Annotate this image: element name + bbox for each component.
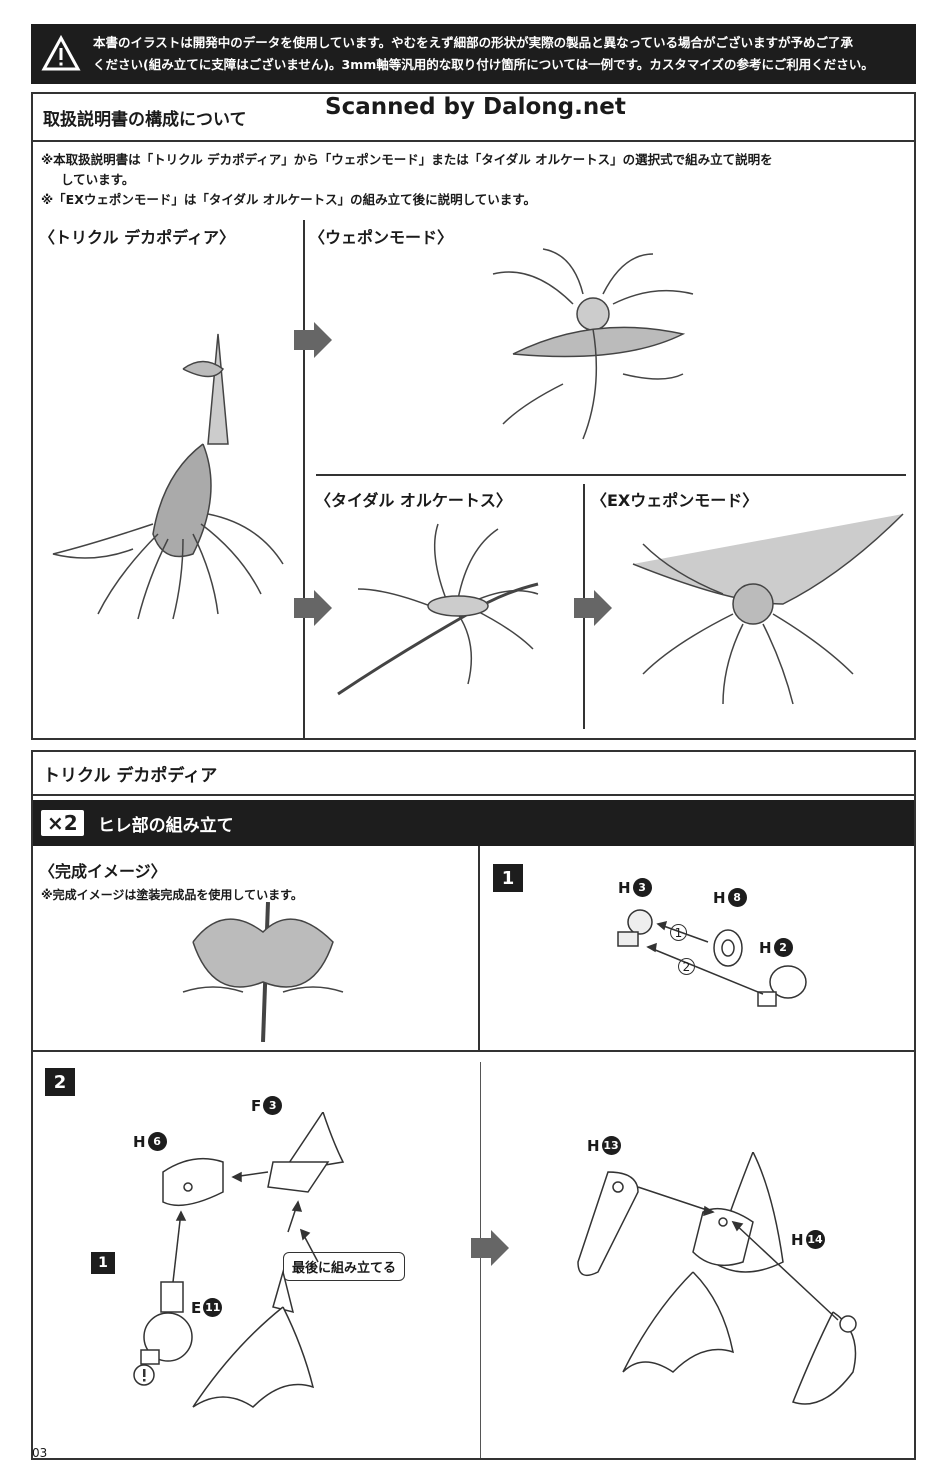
- grid-divider-v2: [480, 1062, 481, 1458]
- assemble-last-callout: 最後に組み立てる: [283, 1252, 406, 1281]
- section2-header: トリクル デカポディア: [33, 752, 914, 796]
- arrow-right-icon: [471, 1230, 509, 1266]
- scan-watermark: Scanned by Dalong.net: [325, 94, 626, 120]
- fin-complete-figure: [182, 902, 344, 1042]
- grid-divider-h: [33, 1050, 914, 1052]
- part-letter: H: [587, 1136, 600, 1155]
- note-2: ※「EXウェポンモード」は「タイダル オルケートス」の組み立て後に説明しています…: [41, 192, 537, 207]
- step-1-figure: [617, 909, 807, 1007]
- ex-weapon-mode-figure: [632, 513, 904, 705]
- part-letter: H: [618, 878, 631, 897]
- assembly-section: トリクル デカポディア ×2 ヒレ部の組み立て 〈完成イメージ〉 ※完成イメージ…: [31, 750, 916, 1460]
- arrow-right-icon: [574, 590, 612, 626]
- order-2-icon: 2: [678, 958, 695, 975]
- step-bar-title: ヒレ部の組み立て: [97, 815, 234, 836]
- step-2-right-figure: [577, 1152, 857, 1405]
- notes: ※本取扱説明書は「トリクル デカポディア」から「ウェポンモード」または「タイダル…: [41, 150, 773, 210]
- multiplier-badge: ×2: [41, 810, 84, 836]
- label-trickle: 〈トリクル デカポディア〉: [39, 228, 235, 247]
- part-number: 3: [632, 878, 652, 897]
- part-number: 3: [263, 1096, 283, 1115]
- substep-1-badge: 1: [91, 1252, 115, 1274]
- grid-divider-v: [478, 846, 480, 1050]
- arrow-right-icon: [294, 322, 332, 358]
- note-1-cont: しています。: [61, 172, 135, 187]
- section-header: 取扱説明書の構成について: [33, 94, 914, 142]
- tidal-orcaetus-figure: [337, 523, 539, 696]
- warning-line-2: ください(組み立てに支障はございません)。3mm軸等汎用的な取り付け箇所について…: [93, 57, 874, 72]
- part-letter: H: [759, 938, 772, 957]
- part-number: 8: [727, 888, 747, 907]
- label-weapon-mode: 〈ウェポンモード〉: [309, 228, 454, 247]
- step-bar: ×2 ヒレ部の組み立て: [33, 800, 914, 846]
- page-number: 03: [32, 1446, 48, 1460]
- section-title: 取扱説明書の構成について: [43, 109, 247, 130]
- order-1-icon: 1: [670, 924, 687, 941]
- caution-icon: [133, 1364, 155, 1386]
- part-letter: H: [713, 888, 726, 907]
- weapon-mode-figure: [492, 248, 694, 440]
- trickle-decapodia-figure: [52, 333, 284, 620]
- step-1-badge: 1: [493, 864, 523, 892]
- part-number: 13: [601, 1136, 621, 1155]
- warning-text: 本書のイラストは開発中のデータを使用しています。やむをえず細部の形状が実際の製品…: [93, 32, 874, 76]
- complete-image-label: 〈完成イメージ〉: [39, 862, 167, 881]
- part-number: 2: [773, 938, 793, 957]
- part-letter: F: [251, 1096, 262, 1115]
- part-letter: E: [191, 1298, 202, 1317]
- label-ex-weapon: 〈EXウェポンモード〉: [591, 491, 759, 510]
- warning-icon: [41, 34, 81, 71]
- warning-banner: 本書のイラストは開発中のデータを使用しています。やむをえず細部の形状が実際の製品…: [31, 24, 916, 84]
- step-2-left-figure: [140, 1112, 345, 1408]
- warning-line-1: 本書のイラストは開発中のデータを使用しています。やむをえず細部の形状が実際の製品…: [93, 35, 854, 50]
- part-letter: H: [133, 1132, 146, 1151]
- arrow-right-icon: [294, 590, 332, 626]
- part-number: 14: [805, 1230, 825, 1249]
- part-number: 11: [203, 1298, 223, 1317]
- divider-vertical: [303, 220, 305, 738]
- step-2-badge: 2: [45, 1068, 75, 1096]
- note-1: ※本取扱説明書は「トリクル デカポディア」から「ウェポンモード」または「タイダル…: [41, 152, 773, 167]
- part-number: 6: [147, 1132, 167, 1151]
- divider-horizontal: [316, 474, 906, 476]
- label-tidal: 〈タイダル オルケートス〉: [315, 491, 512, 510]
- part-letter: H: [791, 1230, 804, 1249]
- section2-title: トリクル デカポディア: [43, 765, 218, 786]
- complete-image-note: ※完成イメージは塗装完成品を使用しています。: [41, 888, 303, 902]
- manual-structure-section: 取扱説明書の構成について Scanned by Dalong.net ※本取扱説…: [31, 92, 916, 740]
